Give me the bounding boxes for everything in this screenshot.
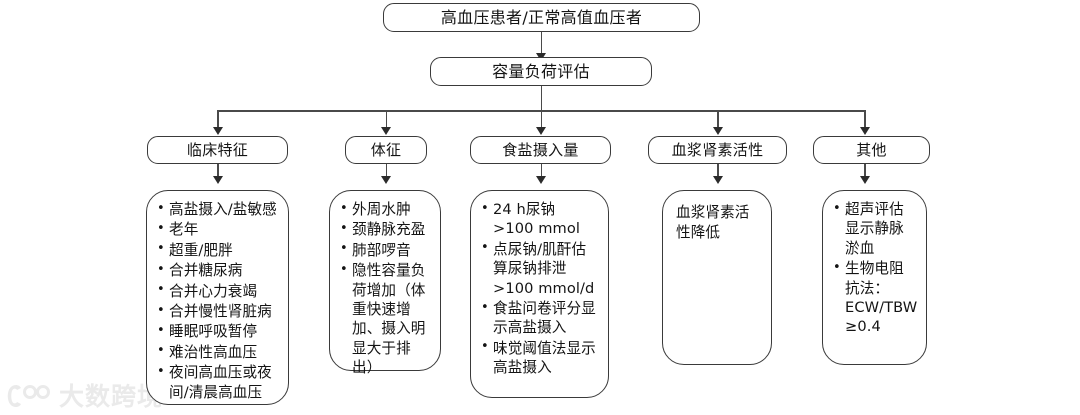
connector-bus-to-category-1 — [217, 110, 219, 132]
arrowhead-category-3 — [536, 127, 546, 135]
list-item: 难治性高血压 — [156, 342, 280, 362]
node-category-other: 其他 — [813, 136, 930, 164]
connector-category-1-to-detail — [217, 164, 219, 180]
connector-bus-to-category-5 — [864, 110, 866, 132]
node-category-clinical-features: 临床特征 — [147, 136, 288, 164]
connector-root-to-assessment — [540, 32, 542, 56]
node-category-1-label: 临床特征 — [186, 140, 249, 159]
detail-list-3: 24 h尿钠 >100 mmol 点尿钠/肌酐估算尿钠排泄 >100 mmol/… — [480, 200, 600, 379]
connector-bus-to-category-2 — [385, 110, 387, 132]
connector-assessment-to-bus — [540, 86, 542, 111]
arrowhead-category-2 — [381, 127, 391, 135]
arrowhead-detail-5 — [859, 176, 870, 184]
node-detail-salt-intake: 24 h尿钠 >100 mmol 点尿钠/肌酐估算尿钠排泄 >100 mmol/… — [470, 190, 609, 398]
list-item: 合并慢性肾脏病 — [156, 302, 280, 321]
node-detail-other: 超声评估显示静脉淤血 生物电阻抗法：ECW/TBW ≥0.4 — [822, 190, 927, 365]
node-detail-physical-signs: 外周水肿 颈静脉充盈 肺部啰音 隐性容量负荷增加（体重快速增加、摄入明显大于排出… — [329, 190, 441, 376]
list-item: 味觉阈值法显示高盐摄入 — [480, 338, 600, 378]
watermark: 大数跨境 — [6, 383, 163, 409]
arrowhead-detail-3 — [536, 176, 546, 184]
watermark-logo-icon — [7, 385, 50, 407]
list-item: 颈静脉充盈 — [339, 220, 432, 239]
list-item: 24 h尿钠 >100 mmol — [480, 200, 600, 239]
connector-bus-to-category-3 — [540, 110, 542, 132]
node-assessment: 容量负荷评估 — [430, 57, 652, 86]
node-category-3-label: 食盐摄入量 — [502, 140, 579, 159]
list-item: 夜间高血压或夜间/清晨高血压 — [156, 363, 280, 402]
list-item: 点尿钠/肌酐估算尿钠排泄 >100 mmol/d — [480, 239, 600, 298]
node-category-2-label: 体征 — [370, 140, 402, 159]
list-item: 超声评估显示静脉淤血 — [832, 199, 918, 258]
list-item: 睡眠呼吸暂停 — [156, 322, 280, 341]
list-item: 超重/肥胖 — [156, 240, 280, 260]
list-item: 合并糖尿病 — [156, 261, 280, 280]
arrowhead-detail-1 — [212, 176, 223, 184]
arrowhead-detail-4 — [712, 176, 723, 184]
list-item: 高盐摄入/盐敏感 — [156, 199, 280, 219]
node-category-physical-signs: 体征 — [345, 136, 427, 164]
node-detail-clinical-features: 高盐摄入/盐敏感 老年 超重/肥胖 合并糖尿病 合并心力衰竭 合并慢性肾脏病 睡… — [146, 190, 289, 405]
detail-list-5: 超声评估显示静脉淤血 生物电阻抗法：ECW/TBW ≥0.4 — [832, 199, 918, 338]
list-item: 老年 — [156, 220, 280, 239]
node-root: 高血压患者/正常高值血压者 — [383, 3, 700, 32]
arrowhead-category-4 — [712, 127, 723, 135]
detail-text-4: 血浆肾素活性降低 — [676, 204, 750, 241]
node-root-label: 高血压患者/正常高值血压者 — [440, 7, 643, 27]
connector-category-2-to-detail — [385, 164, 387, 180]
connector-category-5-to-detail — [864, 164, 866, 180]
node-category-5-label: 其他 — [856, 140, 887, 159]
list-item: 生物电阻抗法：ECW/TBW ≥0.4 — [832, 259, 918, 337]
node-assessment-label: 容量负荷评估 — [492, 61, 590, 81]
node-detail-plasma-renin-activity: 血浆肾素活性降低 — [662, 190, 772, 365]
detail-list-2: 外周水肿 颈静脉充盈 肺部啰音 隐性容量负荷增加（体重快速增加、摄入明显大于排出… — [339, 199, 432, 379]
connector-category-4-to-detail — [717, 164, 719, 180]
list-item: 隐性容量负荷增加（体重快速增加、摄入明显大于排出） — [339, 261, 432, 377]
detail-list-1: 高盐摄入/盐敏感 老年 超重/肥胖 合并糖尿病 合并心力衰竭 合并慢性肾脏病 睡… — [156, 199, 280, 403]
list-item: 食盐问卷评分显示高盐摄入 — [480, 299, 600, 338]
list-item: 肺部啰音 — [339, 240, 432, 260]
connector-bus-to-category-4 — [717, 110, 719, 132]
arrowhead-category-1 — [212, 127, 223, 135]
arrowhead-detail-2 — [381, 176, 391, 184]
node-category-salt-intake: 食盐摄入量 — [470, 136, 611, 164]
node-category-4-label: 血浆肾素活性 — [671, 140, 764, 159]
connector-category-3-to-detail — [540, 164, 542, 180]
list-item: 合并心力衰竭 — [156, 281, 280, 301]
arrowhead-category-5 — [859, 127, 870, 135]
list-item: 外周水肿 — [339, 199, 432, 219]
node-category-plasma-renin-activity: 血浆肾素活性 — [648, 136, 787, 164]
